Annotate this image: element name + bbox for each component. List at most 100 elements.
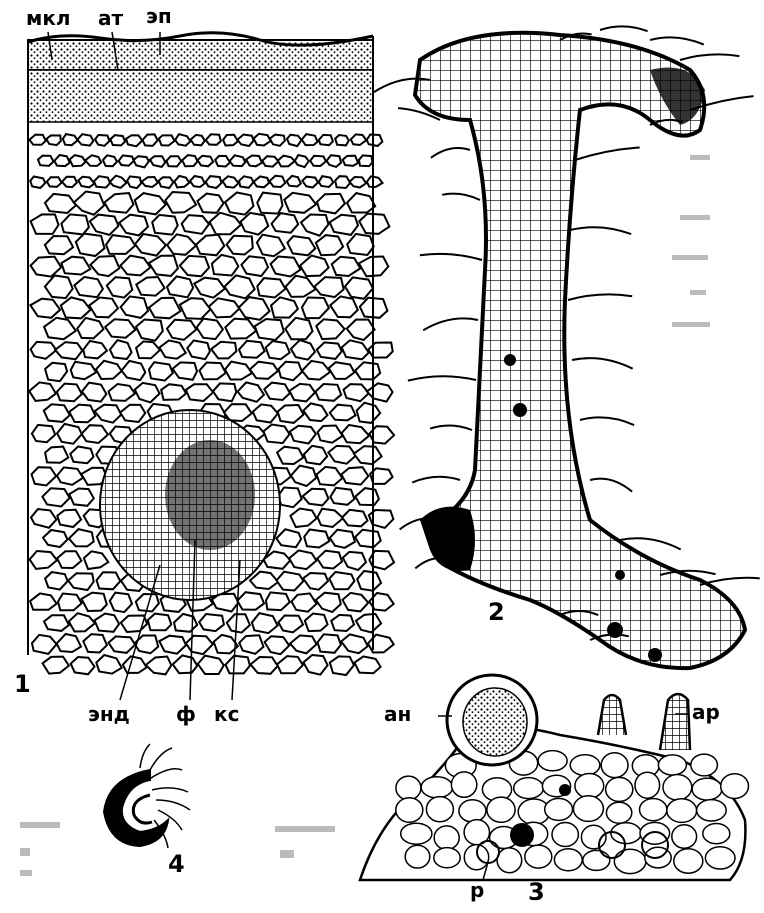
parenchyma-cell — [276, 529, 301, 547]
parenchyma-cell — [270, 135, 285, 146]
parenchyma-cell — [61, 214, 89, 234]
parenchyma-cell — [43, 657, 69, 674]
parenchyma-cell — [89, 298, 118, 318]
parenchyma-cell — [121, 296, 148, 318]
gametophyte-cell — [601, 753, 628, 778]
parenchyma-cell — [319, 176, 334, 187]
parenchyma-cell — [303, 489, 329, 506]
parenchyma-cell — [257, 193, 282, 214]
parenchyma-cell — [295, 155, 309, 167]
parenchyma-cell — [342, 510, 367, 527]
parenchyma-cell — [110, 135, 125, 145]
parenchyma-cell — [343, 552, 366, 570]
gametophyte-cell — [405, 845, 430, 868]
parenchyma-cell — [290, 509, 316, 528]
parenchyma-cell — [354, 446, 382, 464]
parenchyma-cell — [287, 236, 315, 255]
gametophyte-cell — [606, 777, 633, 801]
parenchyma-cell — [120, 405, 145, 422]
parenchyma-cell — [198, 156, 214, 167]
gametophyte-cell — [672, 825, 697, 849]
parenchyma-cell — [57, 467, 83, 484]
rhizoid — [572, 358, 633, 369]
rhizoid — [420, 254, 482, 260]
parenchyma-cell — [225, 193, 253, 215]
parenchyma-cell — [289, 550, 316, 569]
parenchyma-cell — [286, 276, 316, 297]
parenchyma-cell — [330, 296, 358, 317]
parenchyma-cell — [70, 155, 86, 166]
parenchyma-cell — [94, 176, 110, 187]
label-ar: ар — [692, 702, 720, 722]
parenchyma-cell — [61, 297, 91, 318]
parenchyma-cell — [302, 298, 329, 319]
parenchyma-cell — [152, 215, 178, 235]
parenchyma-cell — [71, 657, 95, 674]
parenchyma-cell — [148, 614, 172, 631]
parenchyma-cell — [191, 135, 205, 145]
parenchyma-cell — [47, 177, 62, 187]
parenchyma-cell — [277, 656, 303, 673]
label-ks: кс — [214, 704, 239, 724]
parenchyma-cell — [44, 404, 70, 422]
parenchyma-cell — [96, 655, 121, 674]
parenchyma-cell — [38, 156, 54, 166]
parenchyma-cell — [287, 135, 302, 146]
parenchyma-cell — [317, 342, 342, 359]
parenchyma-cell — [44, 318, 76, 339]
parenchyma-cell — [335, 176, 350, 188]
parenchyma-cell — [342, 425, 370, 443]
parenchyma-cell — [107, 277, 133, 297]
parenchyma-cell — [359, 155, 373, 166]
parenchyma-cell — [30, 593, 56, 609]
parenchyma-cell — [239, 297, 270, 320]
rhizoid — [580, 417, 634, 425]
parenchyma-cell — [305, 614, 328, 632]
parenchyma-cell — [134, 156, 149, 167]
parenchyma-cell — [45, 236, 73, 254]
gametophyte-cell — [434, 826, 459, 850]
parenchyma-cell — [82, 383, 107, 402]
parenchyma-cell — [44, 615, 69, 631]
parenchyma-cell — [241, 256, 268, 276]
parenchyma-cell — [95, 135, 109, 146]
gametophyte-cell — [663, 775, 692, 801]
parenchyma-cell — [135, 383, 160, 403]
parenchyma-cell — [149, 256, 178, 276]
parenchyma-cell — [197, 194, 223, 213]
parenchyma-cell — [292, 593, 317, 611]
parenchyma-cell — [335, 135, 349, 145]
gametophyte-cell — [703, 824, 730, 844]
parenchyma-cell — [70, 447, 93, 464]
parenchyma-cell — [63, 134, 78, 145]
rhizoid — [575, 148, 640, 161]
parenchyma-cell — [328, 446, 356, 464]
parenchyma-cell — [29, 382, 56, 401]
parenchyma-cell — [230, 155, 246, 166]
parenchyma-cell — [367, 383, 393, 401]
parenchyma-cell — [136, 341, 160, 358]
gametophyte-cell — [538, 751, 567, 771]
figure-1-stem-section — [28, 32, 394, 700]
parenchyma-cell — [105, 319, 135, 337]
parenchyma-cell — [211, 342, 236, 359]
figure-number-3: 3 — [528, 880, 545, 904]
parenchyma-cell — [119, 215, 148, 236]
parenchyma-cell — [347, 234, 374, 255]
gametophyte-cell — [583, 850, 610, 870]
rhizoid — [600, 26, 648, 31]
gametophyte-cell — [705, 847, 735, 869]
parenchyma-cell — [257, 278, 285, 297]
gametophyte-cell — [640, 799, 667, 821]
parenchyma-cell — [68, 573, 94, 590]
parenchyma-cell — [329, 572, 354, 589]
parenchyma-cell — [264, 383, 290, 400]
parenchyma-cell — [173, 655, 198, 673]
parenchyma-cell — [329, 362, 355, 379]
parenchyma-cell — [239, 635, 263, 654]
gametophyte-cell — [606, 802, 631, 823]
figure-2-rhizome — [374, 26, 760, 668]
parenchyma-cell — [318, 426, 343, 443]
gametophyte-cell — [692, 778, 722, 800]
